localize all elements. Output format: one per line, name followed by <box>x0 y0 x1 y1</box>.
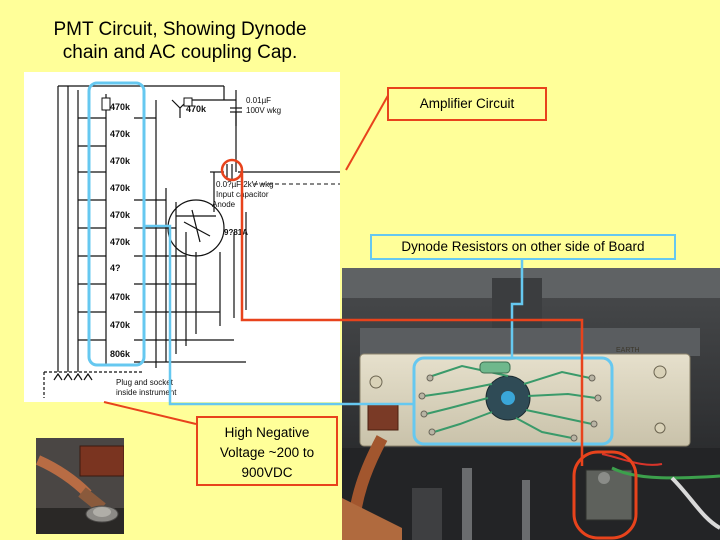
hv-callout-line <box>103 401 197 425</box>
resistor-label: 470k <box>110 102 131 112</box>
plug-label-line2: inside instrument <box>116 388 177 397</box>
pmt-schematic: 470k 470k 470k 470k 470k 470k 4? 470k 47… <box>24 72 340 402</box>
coupling-cap-rating: 100V wkg <box>246 106 282 115</box>
hv-connector-drawing <box>36 438 124 534</box>
board-photo: EARTH <box>342 268 720 540</box>
resistor-label: 470k <box>110 156 131 166</box>
resistor-label: 470k <box>110 210 131 220</box>
high-voltage-line1: High Negative <box>224 425 310 440</box>
schematic-lines <box>43 85 340 398</box>
anode-label: Anode <box>212 200 236 209</box>
load-resistor-label: 470k <box>186 104 207 114</box>
board-photo-drawing <box>342 268 720 540</box>
resistor-label: 470k <box>110 237 131 247</box>
resistor-label: 806k <box>110 349 131 359</box>
input-cap-value: 0.0?µF 2kV wkg <box>216 180 274 189</box>
high-voltage-callout: High Negative Voltage ~200 to 900VDC <box>196 416 338 486</box>
slide-title: PMT Circuit, Showing Dynode chain and AC… <box>53 19 307 63</box>
tube-label: 9?81A <box>224 228 249 237</box>
high-voltage-line2: Voltage ~200 to <box>219 445 315 460</box>
plug-label-line1: Plug and socket <box>116 378 173 387</box>
resistor-label: 4? <box>110 263 121 273</box>
board-earth-label: EARTH <box>616 347 640 354</box>
resistor-label: 470k <box>110 320 131 330</box>
high-voltage-line3: 900VDC <box>241 465 293 480</box>
hv-connector-photo <box>36 438 124 534</box>
resistor-label: 470k <box>110 183 131 193</box>
coupling-cap-value: 0.01µF <box>246 96 272 105</box>
amplifier-callout: Amplifier Circuit <box>387 87 547 121</box>
resistor-label: 470k <box>110 292 131 302</box>
amplifier-callout-line <box>345 91 391 171</box>
resistor-label: 470k <box>110 129 131 139</box>
input-cap-name: Input capacitor <box>216 190 269 199</box>
dynode-resistors-callout: Dynode Resistors on other side of Board <box>370 234 676 260</box>
